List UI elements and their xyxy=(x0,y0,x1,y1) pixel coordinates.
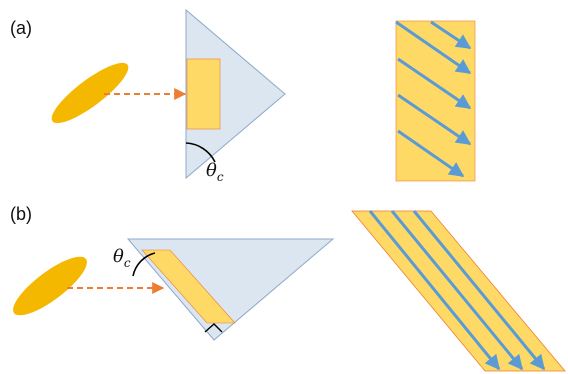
ray-arrow-icon xyxy=(390,210,524,371)
angle-arc-b-icon xyxy=(132,252,156,277)
prism-a xyxy=(185,8,286,180)
ray-arrow-icon xyxy=(397,57,472,110)
ray-group-b xyxy=(368,210,546,371)
ray-arrow-icon xyxy=(412,210,546,371)
right-angle-marker-icon xyxy=(204,323,223,333)
ray-arrow-icon xyxy=(397,129,465,178)
beam-spot-icon xyxy=(13,256,87,316)
theta-c-label-b: θc xyxy=(113,246,131,270)
panel-b-label: (b) xyxy=(10,204,32,224)
panel-a-label: (a) xyxy=(10,18,32,38)
ray-group-a xyxy=(395,20,472,178)
ray-arrow-icon xyxy=(397,93,472,146)
beam-spot-icon xyxy=(51,62,129,124)
theta-c-label-a: θc xyxy=(206,160,224,184)
ray-arrow-icon xyxy=(395,20,472,75)
crystal-a xyxy=(186,58,221,130)
ray-arrow-icon xyxy=(368,210,501,371)
ray-arrow-icon xyxy=(430,20,472,50)
angle-arc-a-icon xyxy=(185,142,216,163)
crystal-b xyxy=(141,249,236,324)
